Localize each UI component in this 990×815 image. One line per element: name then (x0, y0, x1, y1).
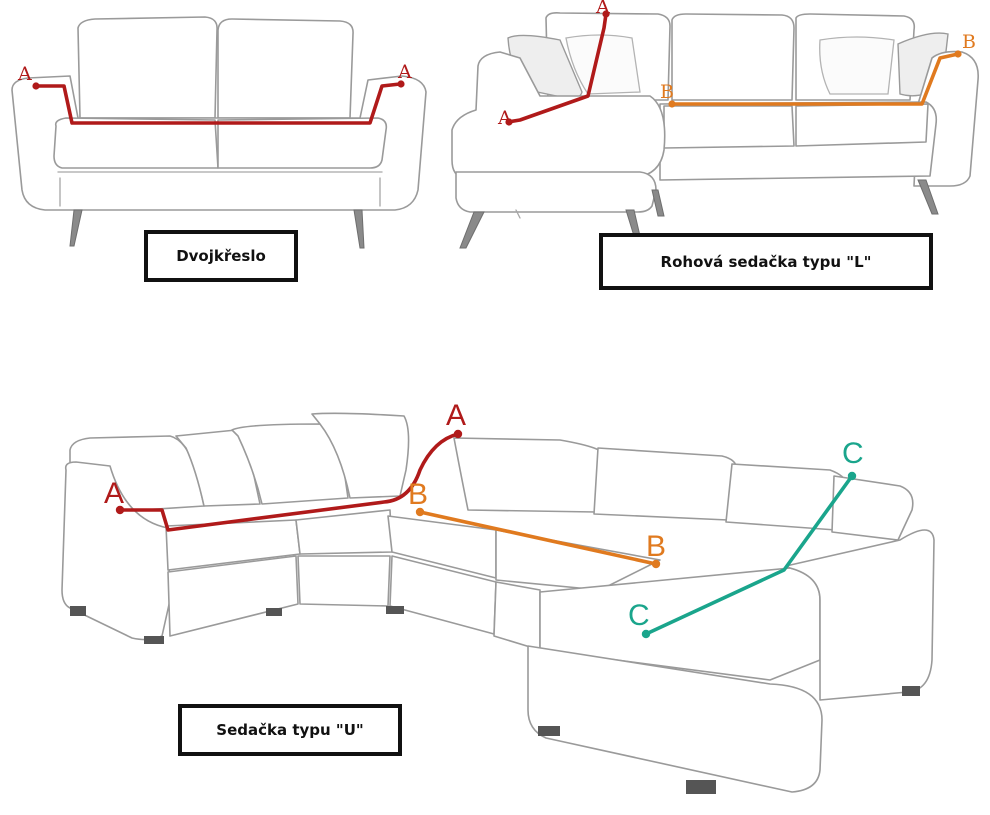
loveseat-drawing (11, 16, 427, 249)
u-sofa-caption: Sedačka typu "U" (178, 704, 402, 756)
u-sofa-point-b-end: B (646, 530, 666, 563)
u-sofa-point-c-start: C (628, 599, 650, 632)
l-corner-drawing (451, 12, 979, 249)
u-sofa-measure-b (415, 507, 661, 569)
l-corner-caption: Rohová sedačka typu "L" (599, 233, 933, 290)
l-corner-measure-b (668, 50, 962, 108)
loveseat-measure-a (32, 80, 405, 125)
l-corner-point-b-end: B (962, 31, 976, 53)
loveseat-point-a-left: A (17, 63, 32, 85)
l-corner-point-a-end: A (595, 0, 610, 18)
u-sofa-drawing (61, 412, 935, 794)
l-corner-caption-text: Rohová sedačka typu "L" (660, 252, 872, 271)
u-sofa-point-a-end: A (446, 399, 466, 432)
loveseat-point-a-right: A (397, 61, 412, 83)
u-sofa-measure-c (641, 471, 857, 639)
u-sofa-point-a-start: A (104, 477, 124, 510)
l-corner-point-a-start: A (497, 107, 512, 129)
loveseat-caption-text: Dvojkřeslo (176, 247, 266, 265)
loveseat-caption: Dvojkřeslo (144, 230, 298, 282)
u-sofa-measure-a (115, 429, 463, 532)
u-sofa-point-c-end: C (842, 437, 864, 470)
u-sofa-caption-text: Sedačka typu "U" (216, 721, 364, 739)
l-corner-measure-a (505, 10, 610, 126)
u-sofa-point-b-start: B (408, 478, 428, 511)
l-corner-point-b-start: B (660, 81, 674, 103)
